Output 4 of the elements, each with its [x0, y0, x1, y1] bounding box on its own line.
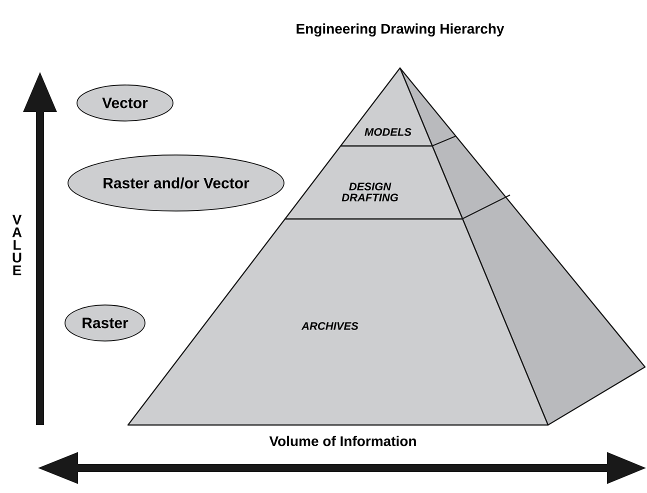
- title: Engineering Drawing Hierarchy: [296, 23, 504, 37]
- pyramid-layer: MODELS: [340, 67, 433, 147]
- axis-label: VALUE: [12, 214, 22, 276]
- pyramid-layer: DESIGN DRAFTING: [284, 145, 464, 220]
